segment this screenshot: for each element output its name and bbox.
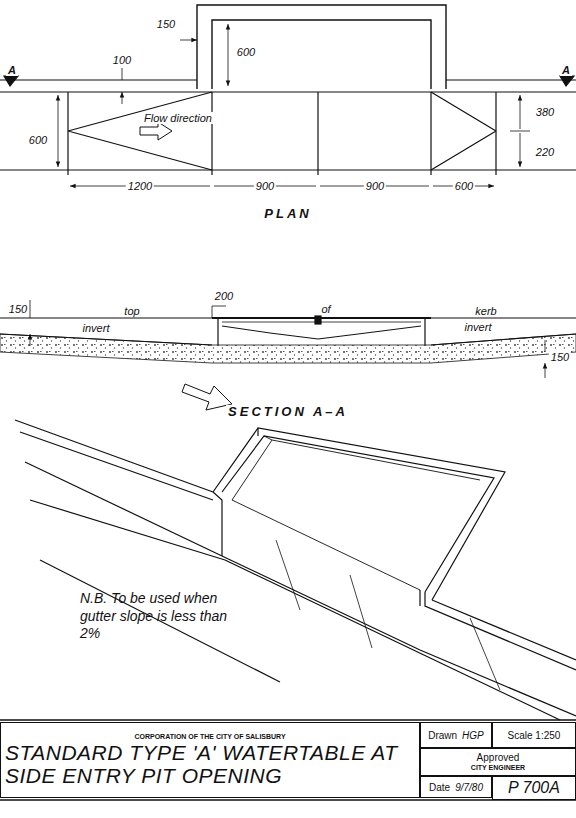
view-title: PLAN <box>262 207 313 221</box>
dimension-label: 600 <box>27 134 49 146</box>
section-marker: A <box>6 64 18 76</box>
annotation: of <box>319 303 332 315</box>
field-value: 9/7/80 <box>455 782 483 793</box>
field-value: CITY ENGINEER <box>471 764 525 772</box>
dimension-label: 100 <box>111 54 133 66</box>
drawing-number: P 700A <box>508 779 560 797</box>
view-title: SECTION A–A <box>226 405 350 419</box>
drawing-number: P 700A <box>492 776 576 800</box>
annotation: kerb <box>473 305 498 317</box>
note-text: N.B. To be used when gutter slope is les… <box>78 590 247 643</box>
field-label: Approved <box>477 752 520 763</box>
drawn-cell: Drawn HGP <box>420 722 492 748</box>
dimension-label: 380 <box>534 106 556 118</box>
dimension-label: 600 <box>453 180 475 192</box>
dimension-label: 600 <box>235 46 257 58</box>
dimension-label: 900 <box>364 180 386 192</box>
annotation: 200 <box>213 290 235 302</box>
field-label: Scale 1:250 <box>508 730 561 741</box>
approval-cell: ApprovedCITY ENGINEER <box>420 748 576 776</box>
annotation: invert <box>81 322 112 334</box>
dimension-label: 1200 <box>126 180 154 192</box>
dimension-label: 150 <box>7 303 29 315</box>
annotation: invert <box>463 321 494 333</box>
scale-cell: Scale 1:250 <box>492 722 576 748</box>
annotation: top <box>122 305 141 317</box>
dimension-label: 900 <box>254 180 276 192</box>
dimension-label: 150 <box>549 351 571 363</box>
field-value: HGP <box>462 730 484 741</box>
drawing-title: STANDARD TYPE 'A' WATERTABLE AT SIDE ENT… <box>5 741 415 787</box>
title-block: CORPORATION OF THE CITY OF SALISBURYSTAN… <box>0 722 420 798</box>
field-label: Date <box>429 782 450 793</box>
date-cell: Date 9/7/80 <box>420 776 492 798</box>
field-label: Drawn <box>428 730 457 741</box>
dimension-label: 220 <box>534 146 556 158</box>
section-marker: A <box>560 64 572 76</box>
organisation-name: CORPORATION OF THE CITY OF SALISBURY <box>134 733 285 741</box>
dimension-label: 150 <box>155 18 177 30</box>
annotation: Flow direction <box>142 112 214 124</box>
